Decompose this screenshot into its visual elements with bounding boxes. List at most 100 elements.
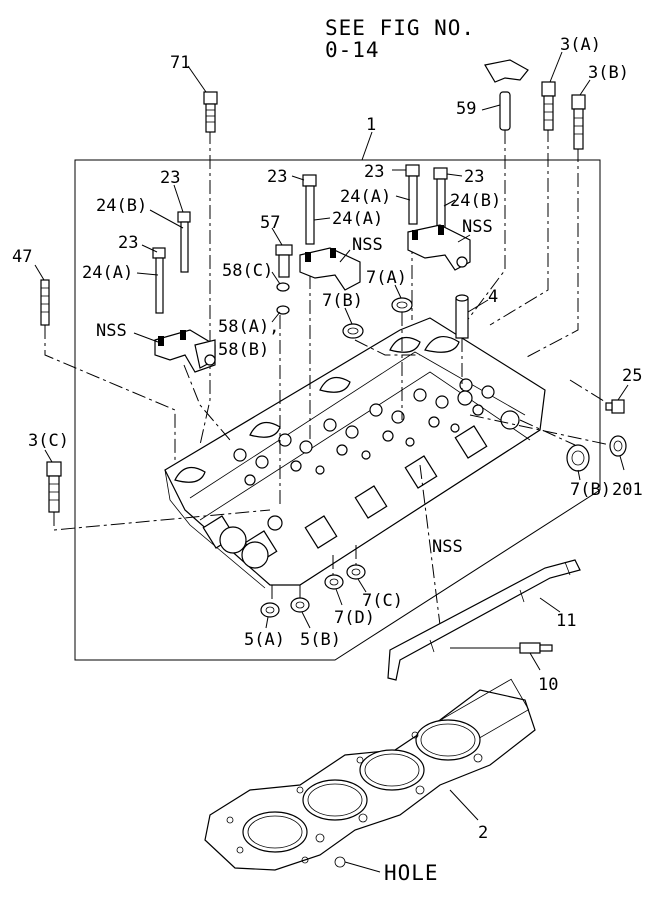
- label-24a-right: 24(A): [340, 187, 391, 207]
- leader-nss-right: [457, 234, 471, 243]
- label-3c: 3(C): [28, 431, 69, 451]
- leader-7b-top: [344, 307, 353, 325]
- leader-57: [271, 227, 283, 246]
- leader-58c: [271, 271, 281, 285]
- dash-3c: [53, 509, 271, 531]
- label-25: 25: [622, 366, 642, 386]
- leader-71: [187, 65, 207, 93]
- label-10: 10: [538, 675, 558, 695]
- dash-7b: [354, 339, 420, 356]
- label-7b-top: 7(B): [322, 291, 363, 311]
- pin-59: [484, 59, 529, 131]
- cylinder-head: [164, 317, 546, 589]
- sleeve-4: [455, 294, 469, 339]
- dash-10: [419, 464, 441, 626]
- plug-5a: [260, 602, 280, 618]
- leader-23-r2: [446, 173, 463, 177]
- leader-3c: [44, 449, 53, 463]
- leader-58ab: [271, 311, 281, 323]
- label-47: 47: [12, 247, 32, 267]
- leader-7d: [335, 588, 343, 606]
- fig-number-label: 0-14: [325, 38, 380, 62]
- label-3a: 3(A): [560, 35, 601, 55]
- dash-3a: [489, 128, 549, 326]
- label-23-r2: 23: [464, 167, 484, 187]
- label-24a-mid: 24(A): [332, 209, 383, 229]
- label-59: 59: [456, 99, 476, 119]
- label-nss-left: NSS: [96, 321, 127, 341]
- label-1: 1: [366, 115, 376, 135]
- leader-4: [467, 299, 489, 313]
- leader-3a: [549, 51, 563, 83]
- see-fig-label: SEE FIG NO.: [325, 16, 475, 40]
- dash-47: [44, 325, 176, 460]
- leader-47: [34, 264, 45, 281]
- stud-47: [40, 279, 50, 326]
- bearing-cap-right: [407, 224, 471, 271]
- leader-24b-right: [443, 199, 456, 207]
- label-4: 4: [488, 287, 498, 307]
- label-58b: 58(B): [218, 340, 269, 360]
- leader-24a-right: [395, 195, 411, 201]
- bolt-71: [203, 91, 218, 133]
- leader-23-mid: [291, 175, 305, 181]
- leader-7c: [357, 578, 367, 593]
- label-nss-right: NSS: [462, 217, 493, 237]
- label-24a-left: 24(A): [82, 263, 133, 283]
- leader-nss-left: [133, 332, 159, 343]
- bracket-11: [387, 559, 581, 681]
- label-7b-right: 7(B): [570, 480, 611, 500]
- part-57: [275, 244, 293, 278]
- label-11: 11: [556, 611, 576, 631]
- dash-nss-left: [183, 364, 231, 441]
- leader-3b: [579, 79, 591, 96]
- label-58a: 58(A),: [218, 317, 279, 337]
- plug-7b-top: [342, 323, 364, 339]
- dash-201: [469, 414, 611, 446]
- label-201: 201: [612, 480, 643, 500]
- label-2: 2: [478, 823, 488, 843]
- label-7a: 7(A): [366, 268, 407, 288]
- bolt-3b: [571, 94, 586, 150]
- plug-7c: [346, 564, 366, 580]
- bolt-3a: [541, 81, 556, 131]
- leader-5b: [301, 611, 311, 629]
- leader-201: [619, 455, 625, 471]
- label-23-left2: 23: [118, 233, 138, 253]
- label-5b: 5(B): [300, 630, 341, 650]
- label-23-mid: 23: [267, 167, 287, 187]
- stud-nut-mid: [302, 174, 317, 245]
- leader-23-left2: [141, 244, 158, 253]
- leader-10: [529, 652, 541, 671]
- plug-7a: [391, 297, 413, 313]
- leader-59: [481, 104, 501, 111]
- dash-71: [199, 130, 211, 446]
- leader-25: [617, 384, 629, 401]
- stud-nut-left: [152, 211, 191, 314]
- label-7c: 7(C): [362, 591, 403, 611]
- label-23-left: 23: [160, 168, 180, 188]
- head-gasket-2: [204, 678, 536, 871]
- leader-24a-mid: [313, 217, 331, 221]
- leader-hole: [344, 861, 381, 873]
- seal-201: [609, 435, 627, 457]
- label-nss-mid: NSS: [352, 235, 383, 255]
- label-nss-bottom: NSS: [432, 537, 463, 557]
- leader-11: [539, 597, 561, 613]
- label-57: 57: [260, 213, 280, 233]
- assembly-boundary: [74, 159, 601, 661]
- plug-7d: [324, 574, 344, 590]
- label-hole: HOLE: [384, 861, 439, 885]
- dash-3b: [524, 148, 579, 359]
- dash-7b-right: [519, 419, 576, 446]
- leader-24a-left: [136, 272, 159, 276]
- leader-23-left: [173, 184, 184, 213]
- stud-nut-right: [405, 164, 448, 232]
- leader-24b-left: [149, 209, 184, 229]
- leader-nss-mid: [339, 249, 351, 263]
- label-24b-left: 24(B): [96, 196, 147, 216]
- plug-25: [605, 399, 625, 414]
- leader-7a: [394, 284, 402, 299]
- label-23-r1: 23: [364, 162, 384, 182]
